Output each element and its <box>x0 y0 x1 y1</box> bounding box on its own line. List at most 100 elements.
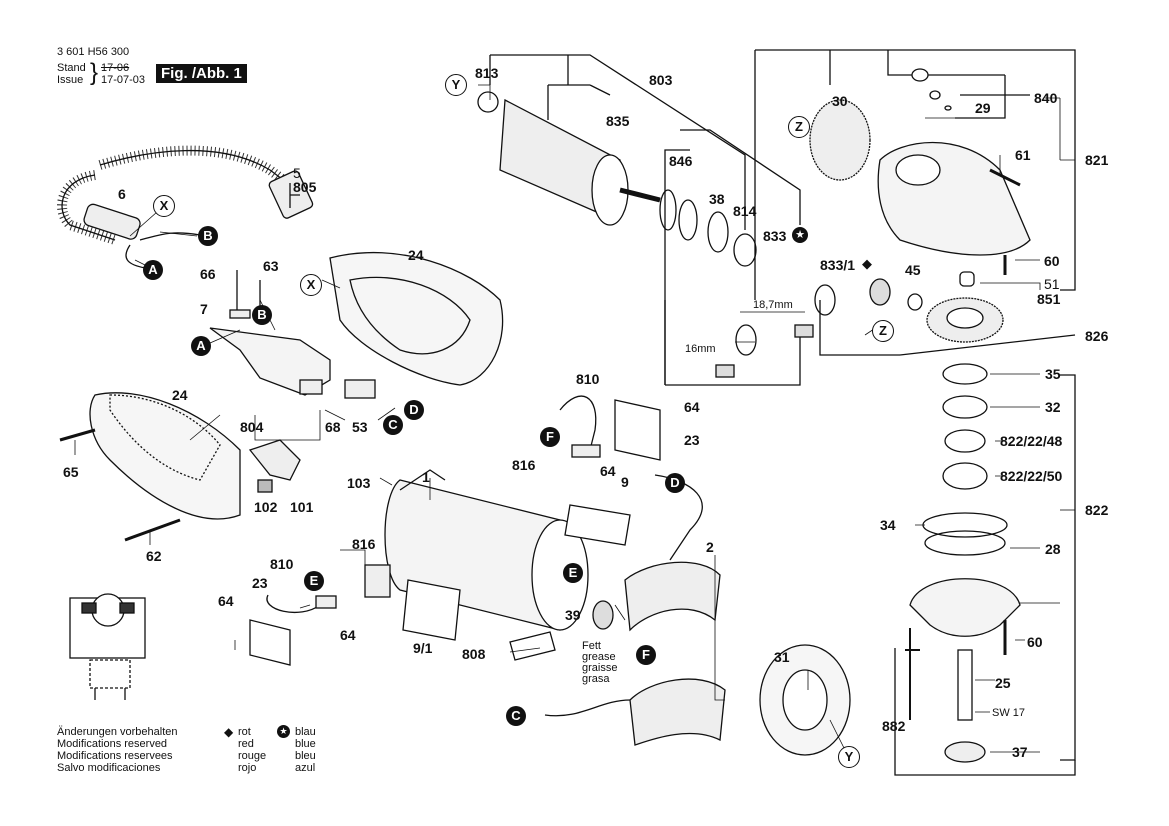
part-45: 45 <box>905 262 921 278</box>
part-810-lower: 810 <box>270 556 294 572</box>
connector-f-top: F <box>540 427 560 447</box>
dimension-16mm: 16mm <box>685 343 716 355</box>
connector-e-right: E <box>563 563 583 583</box>
brace: } <box>90 59 99 86</box>
brush-cover-23 <box>614 399 661 461</box>
legend-blue-en: blue <box>295 738 316 750</box>
part-103: 103 <box>347 475 371 491</box>
legend-red-en: red <box>238 738 254 750</box>
part-2: 2 <box>706 539 714 555</box>
part-24-lower: 24 <box>172 387 188 403</box>
note-es: Salvo modificaciones <box>57 762 161 774</box>
part-28: 28 <box>1045 541 1061 557</box>
cord-sleeve <box>83 203 141 240</box>
part-9-1: 9/1 <box>413 640 433 656</box>
part-29: 29 <box>975 100 991 116</box>
connector-b-switch: B <box>252 305 272 325</box>
part-64-a: 64 <box>684 399 700 415</box>
connector-c-bottom: C <box>506 706 526 726</box>
grease-fr: graisse <box>582 662 618 674</box>
part-66: 66 <box>200 266 216 282</box>
field-coil-lower <box>629 678 726 746</box>
issue-label: Issue <box>57 74 84 86</box>
bearing-flange <box>909 578 1021 637</box>
part-808: 808 <box>462 646 486 662</box>
part-24-upper: 24 <box>408 247 424 263</box>
grease-de: Fett <box>582 640 601 652</box>
part-803: 803 <box>649 72 673 88</box>
connector-b-cord: B <box>198 226 218 246</box>
part-35: 35 <box>1045 366 1061 382</box>
part-833: 833 <box>763 228 787 244</box>
connector-x-housing: X <box>300 274 322 296</box>
connector-f-bottom: F <box>636 645 656 665</box>
wrench-size-sw17: SW 17 <box>992 707 1026 719</box>
part-38: 38 <box>709 191 725 207</box>
part-23-lower: 23 <box>252 575 268 591</box>
part-60-upper: 60 <box>1044 253 1060 269</box>
part-6: 6 <box>118 186 126 202</box>
dimension-18-7mm: 18,7mm <box>753 299 793 311</box>
connector-d-switch: D <box>404 400 424 420</box>
part-62: 62 <box>146 548 162 564</box>
legend-red-fr: rouge <box>238 750 267 762</box>
diamond-icon: ◆ <box>224 725 234 739</box>
part-882: 882 <box>882 718 906 734</box>
part-102: 102 <box>254 499 278 515</box>
star-icon: ★ <box>277 725 290 738</box>
part-63: 63 <box>263 258 279 274</box>
modifications-note: Änderungen vorbehalten Modifications res… <box>57 726 177 774</box>
part-851: 851 <box>1037 291 1061 307</box>
handle-housing-upper <box>329 251 504 386</box>
part-1: 1 <box>422 469 430 485</box>
bevel-gear-30 <box>809 99 871 181</box>
part-68: 68 <box>325 419 341 435</box>
blue-star-icon: ★ <box>792 227 808 243</box>
bearing-813 <box>477 91 499 113</box>
part-25: 25 <box>995 675 1011 691</box>
label-plate <box>402 579 461 641</box>
part-822: 822 <box>1085 502 1109 518</box>
old-date: 17-06 <box>101 62 130 74</box>
part-51: 51 <box>1044 276 1060 292</box>
connector-y-top: Y <box>445 74 467 96</box>
note-de: Änderungen vorbehalten <box>57 726 178 738</box>
part-53: 53 <box>352 419 368 435</box>
part-23-upper: 23 <box>684 432 700 448</box>
brush-cover-23-lower <box>249 619 291 666</box>
issue-date: 17-07-03 <box>101 74 146 86</box>
connector-y-bottom: Y <box>838 746 860 768</box>
legend-red-es: rojo <box>238 762 257 774</box>
part-816-lower: 816 <box>352 536 376 552</box>
part-826: 826 <box>1085 328 1109 344</box>
part-814: 814 <box>733 203 757 219</box>
part-816-upper: 816 <box>512 457 536 473</box>
part-30: 30 <box>832 93 848 109</box>
part-835: 835 <box>606 113 630 129</box>
part-846: 846 <box>669 153 693 169</box>
part-5: 5 <box>293 165 301 181</box>
part-39: 39 <box>565 607 581 623</box>
part-64-d: 64 <box>218 593 234 609</box>
part-number: 3 601 H56 300 <box>57 46 130 58</box>
part-37: 37 <box>1012 744 1028 760</box>
part-101: 101 <box>290 499 314 515</box>
grease-es: grasa <box>582 673 610 685</box>
connector-d-motor: D <box>665 473 685 493</box>
part-32: 32 <box>1045 399 1061 415</box>
label-plate-9 <box>564 504 631 546</box>
legend-blue: blau blue bleu azul <box>295 726 316 774</box>
grease-en: grease <box>582 651 616 663</box>
part-822-22-50: 822/22/50 <box>1000 468 1063 484</box>
note-en: Modifications reserved <box>57 738 168 750</box>
part-64-c: 64 <box>340 627 356 643</box>
connector-z-top: Z <box>788 116 810 138</box>
legend-blue-de: blau <box>295 726 316 738</box>
part-64-b: 64 <box>600 463 616 479</box>
part-34: 34 <box>880 517 896 533</box>
red-diamond-icon: ◆ <box>862 256 872 271</box>
part-61: 61 <box>1015 147 1031 163</box>
part-813: 813 <box>475 65 499 81</box>
part-7: 7 <box>200 301 208 317</box>
handle-housing-lower <box>89 392 241 520</box>
